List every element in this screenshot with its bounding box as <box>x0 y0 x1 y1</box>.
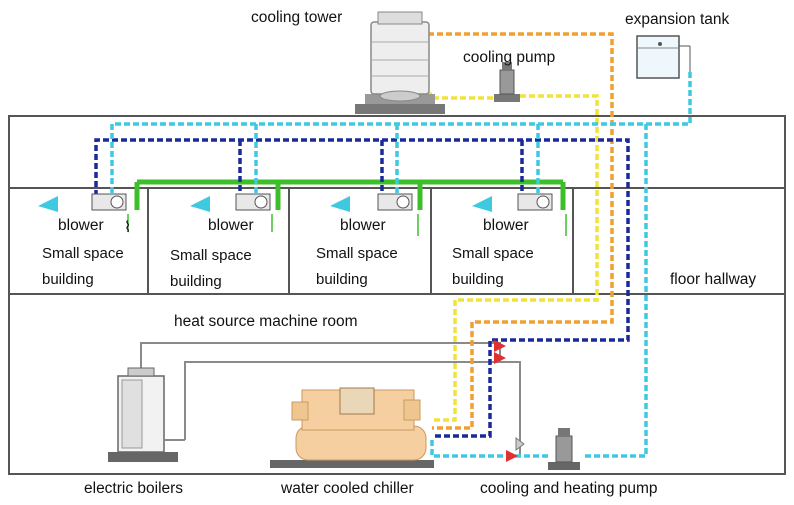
valves <box>494 340 525 462</box>
cooling-tower-label: cooling tower <box>251 9 342 26</box>
blower-unit-3 <box>330 193 419 236</box>
room-1-line-2: building <box>42 271 94 288</box>
cyan-pipe <box>110 72 692 458</box>
room-4-line-2: building <box>452 271 504 288</box>
svg-text:⌇: ⌇ <box>124 219 131 236</box>
floor-hallway-label: floor hallway <box>670 271 756 288</box>
blower-label-3: blower <box>340 217 386 234</box>
cooling-tower <box>355 11 445 114</box>
room-1-line-1: Small space <box>42 245 124 262</box>
cooling-heating-pump <box>548 428 580 470</box>
machine-room-wall <box>8 293 786 475</box>
blower-unit-2 <box>190 193 273 232</box>
room-3-line-2: building <box>316 271 368 288</box>
blower-label-1: blower <box>58 217 104 234</box>
room-2-line-1: Small space <box>170 247 252 264</box>
room-4-line-1: Small space <box>452 245 534 262</box>
cooling-pump-label: cooling pump <box>463 49 555 66</box>
blower-unit-4 <box>472 193 567 236</box>
cooling-and-heating-pump-label: cooling and heating pump <box>480 480 658 497</box>
expansion-tank <box>636 35 691 79</box>
water-cooled-chiller-label: water cooled chiller <box>280 480 414 497</box>
room-3-line-1: Small space <box>316 245 398 262</box>
blower-label-2: blower <box>208 217 254 234</box>
electric-boilers-label: electric boilers <box>84 480 183 497</box>
orange-pipe <box>428 32 614 430</box>
blower-label-4: blower <box>483 217 529 234</box>
gray-pipes <box>140 342 521 455</box>
expansion-tank-label: expansion tank <box>625 11 730 28</box>
green-duct <box>134 179 566 210</box>
navy-pipe <box>94 138 630 438</box>
room-2-line-2: building <box>170 273 222 290</box>
cooling-pump <box>494 62 520 102</box>
blower-unit-1: ⌇ <box>38 193 131 236</box>
electric-boiler <box>108 367 185 462</box>
water-cooled-chiller <box>270 387 434 468</box>
heat-source-machine-room-label: heat source machine room <box>174 313 358 330</box>
